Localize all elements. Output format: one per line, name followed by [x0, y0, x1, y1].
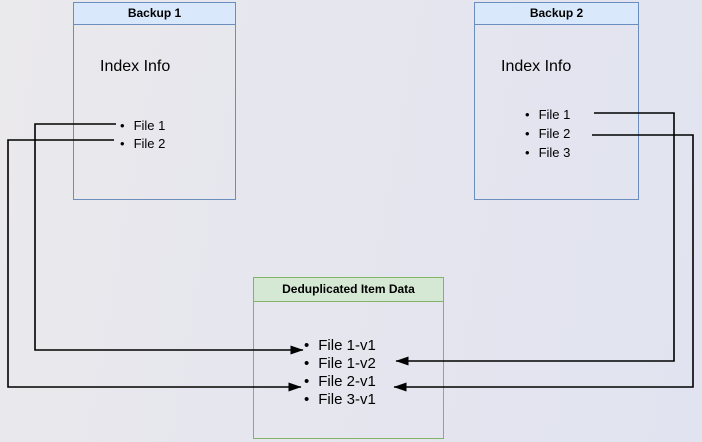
backup1-title: Backup 1 — [74, 3, 235, 25]
bullet-icon: • — [304, 390, 310, 408]
bullet-icon: • — [525, 107, 530, 122]
bullet-icon: • — [304, 336, 310, 354]
dedup-file-list: • File 1-v1 • File 1-v2 • File 2-v1 • Fi… — [304, 336, 376, 408]
bullet-icon: • — [525, 126, 530, 141]
list-item: • File 3 — [525, 143, 570, 162]
backup1-box: Backup 1 Index Info • File 1 • File 2 — [73, 2, 236, 200]
file-label: File 2 — [538, 126, 571, 141]
file-label: File 3-v1 — [318, 390, 376, 408]
list-item: • File 3-v1 — [304, 390, 376, 408]
list-item: • File 2-v1 — [304, 372, 376, 390]
backup2-title: Backup 2 — [475, 3, 638, 25]
backup1-file-list: • File 1 • File 2 — [120, 116, 165, 152]
file-label: File 2 — [133, 135, 166, 151]
bullet-icon: • — [304, 354, 310, 372]
list-item: • File 1-v1 — [304, 336, 376, 354]
backup1-index-label: Index Info — [100, 58, 171, 75]
list-item: • File 1-v2 — [304, 354, 376, 372]
file-label: File 1 — [538, 107, 571, 122]
file-label: File 3 — [538, 145, 571, 160]
file-label: File 1-v1 — [318, 336, 376, 354]
bullet-icon: • — [304, 372, 310, 390]
backup2-index-label: Index Info — [501, 58, 572, 75]
bullet-icon: • — [120, 117, 125, 133]
list-item: • File 2 — [525, 124, 570, 143]
bullet-icon: • — [525, 145, 530, 160]
file-label: File 1 — [133, 117, 166, 133]
list-item: • File 1 — [525, 105, 570, 124]
list-item: • File 1 — [120, 116, 165, 134]
file-label: File 2-v1 — [318, 372, 376, 390]
dedup-title: Deduplicated Item Data — [254, 278, 443, 302]
backup2-file-list: • File 1 • File 2 • File 3 — [525, 105, 570, 162]
bullet-icon: • — [120, 135, 125, 151]
backup2-box: Backup 2 Index Info • File 1 • File 2 • … — [474, 2, 639, 200]
list-item: • File 2 — [120, 134, 165, 152]
deduplicated-item-data-box: Deduplicated Item Data • File 1-v1 • Fil… — [253, 277, 444, 439]
file-label: File 1-v2 — [318, 354, 376, 372]
